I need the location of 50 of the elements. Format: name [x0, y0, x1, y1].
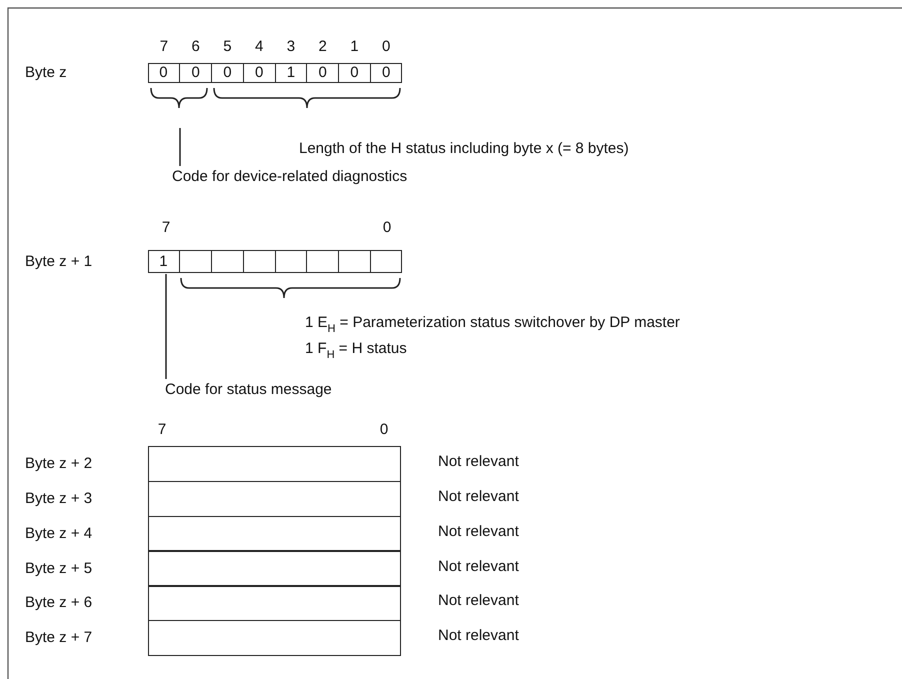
byte-label: Byte z — [25, 64, 67, 82]
byte-label: Byte z + 3 — [25, 490, 92, 508]
byte-register — [148, 480, 401, 518]
leader-line — [165, 274, 167, 379]
byte-label: Byte z + 7 — [25, 629, 92, 648]
note-text: 1 E$_{H}$ = Parameterization status switchover by DP master — [305, 314, 680, 337]
bit-value: 0 — [223, 64, 232, 82]
byte-register — [148, 585, 401, 622]
bit-value: 0 — [254, 64, 264, 82]
bit-value: 0 — [191, 64, 200, 82]
byte-label: Byte z + 6 — [25, 594, 92, 612]
note-text: Not relevant — [438, 558, 519, 576]
byte-label: Byte z + 2 — [25, 455, 92, 474]
note-text: Length of the H status including byte x (= 8 bytes) — [299, 140, 629, 158]
bit-value: 0 — [382, 64, 390, 82]
note-text: Not relevant — [438, 592, 519, 610]
byte-register — [148, 250, 402, 273]
bit-number: 0 — [382, 219, 392, 237]
bit-number: 6 — [191, 38, 200, 56]
byte-label: Byte z + 5 — [25, 560, 92, 578]
note-text: Not relevant — [438, 453, 519, 472]
bit-number: 3 — [286, 38, 296, 56]
note-text: 1 F$_{H}$ = H status — [305, 340, 407, 363]
bit-value: 0 — [350, 64, 359, 82]
bit-number: 5 — [223, 38, 232, 56]
note-text: Not relevant — [438, 522, 519, 541]
bit-number: 0 — [382, 38, 390, 56]
byte-label: Byte z + 4 — [25, 524, 92, 543]
byte-register — [148, 516, 401, 552]
bit-value: 1 — [159, 252, 168, 270]
leader-line — [179, 128, 181, 166]
bit-number: 1 — [350, 38, 359, 56]
bit-number: 4 — [254, 38, 264, 56]
bit-number: 7 — [160, 38, 168, 56]
bit-value: 0 — [318, 64, 327, 82]
description-text: Code for status message — [165, 381, 332, 399]
description-text: Code for device-related diagnostics — [172, 168, 408, 186]
note-text: Not relevant — [438, 488, 519, 506]
byte-register — [148, 550, 401, 587]
bit-value: 1 — [286, 64, 296, 82]
note-text: Not relevant — [438, 627, 519, 646]
bit-number: 7 — [162, 219, 170, 237]
byte-label: Byte z + 1 — [25, 252, 92, 270]
bit-value: 0 — [159, 64, 168, 82]
byte-register — [148, 620, 401, 656]
bit-number: 2 — [318, 38, 327, 56]
bit-number: 7 — [158, 421, 166, 439]
byte-register — [148, 446, 401, 482]
byte-register — [148, 63, 402, 83]
bit-number: 0 — [380, 421, 388, 439]
